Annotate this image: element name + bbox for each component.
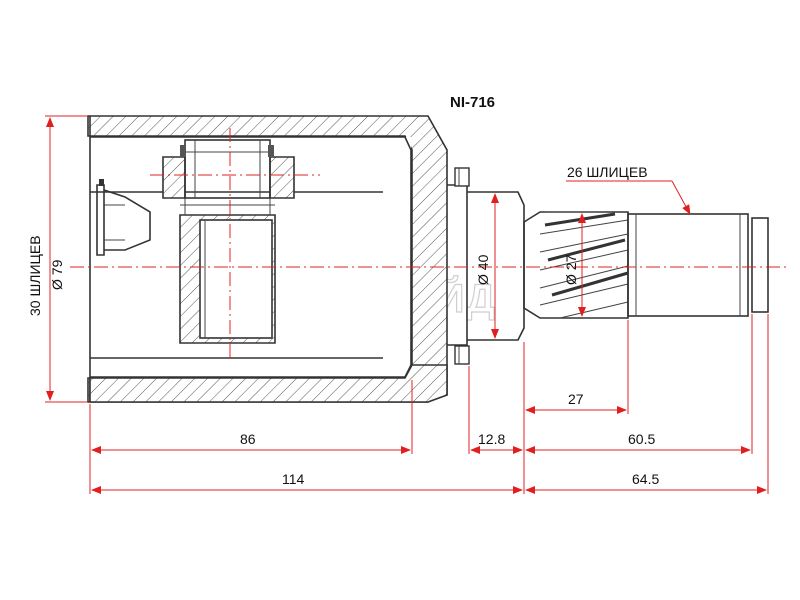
label-dim-64-5: 64.5 bbox=[632, 471, 659, 487]
label-diameter-27: Ø 27 bbox=[563, 254, 579, 285]
dim-60-5: 60.5 bbox=[525, 431, 751, 454]
tripod-bearing bbox=[162, 139, 295, 344]
label-shaft-splines: 26 ШЛИЦЕВ bbox=[567, 164, 648, 180]
label-dim-60-5: 60.5 bbox=[628, 431, 655, 447]
label-diameter-40: Ø 40 bbox=[475, 254, 491, 285]
extension-lines bbox=[89, 314, 769, 494]
label-dim-114: 114 bbox=[282, 471, 305, 487]
label-outer-diameter: Ø 79 bbox=[49, 259, 65, 290]
dim-114: 114 bbox=[91, 471, 523, 494]
dim-86: 86 bbox=[91, 431, 411, 454]
dim-64-5: 64.5 bbox=[525, 471, 767, 494]
dim-outer-diameter: 30 ШЛИЦЕВ Ø 79 bbox=[27, 115, 88, 403]
dim-12-8: 12.8 bbox=[470, 431, 523, 454]
leader-shaft-splines: 26 ШЛИЦЕВ bbox=[566, 164, 691, 215]
label-outer-splines: 30 ШЛИЦЕВ bbox=[27, 235, 43, 316]
dim-diameter-27: Ø 27 bbox=[563, 213, 586, 317]
dim-diameter-40: Ø 40 bbox=[475, 193, 499, 339]
dim-27: 27 bbox=[525, 391, 627, 414]
center-lines bbox=[70, 128, 790, 360]
label-dim-27: 27 bbox=[568, 391, 584, 407]
left-seal bbox=[96, 179, 151, 256]
label-dim-12-8: 12.8 bbox=[478, 431, 505, 447]
part-number-title: NI-716 bbox=[450, 94, 495, 111]
label-dim-86: 86 bbox=[240, 431, 256, 447]
